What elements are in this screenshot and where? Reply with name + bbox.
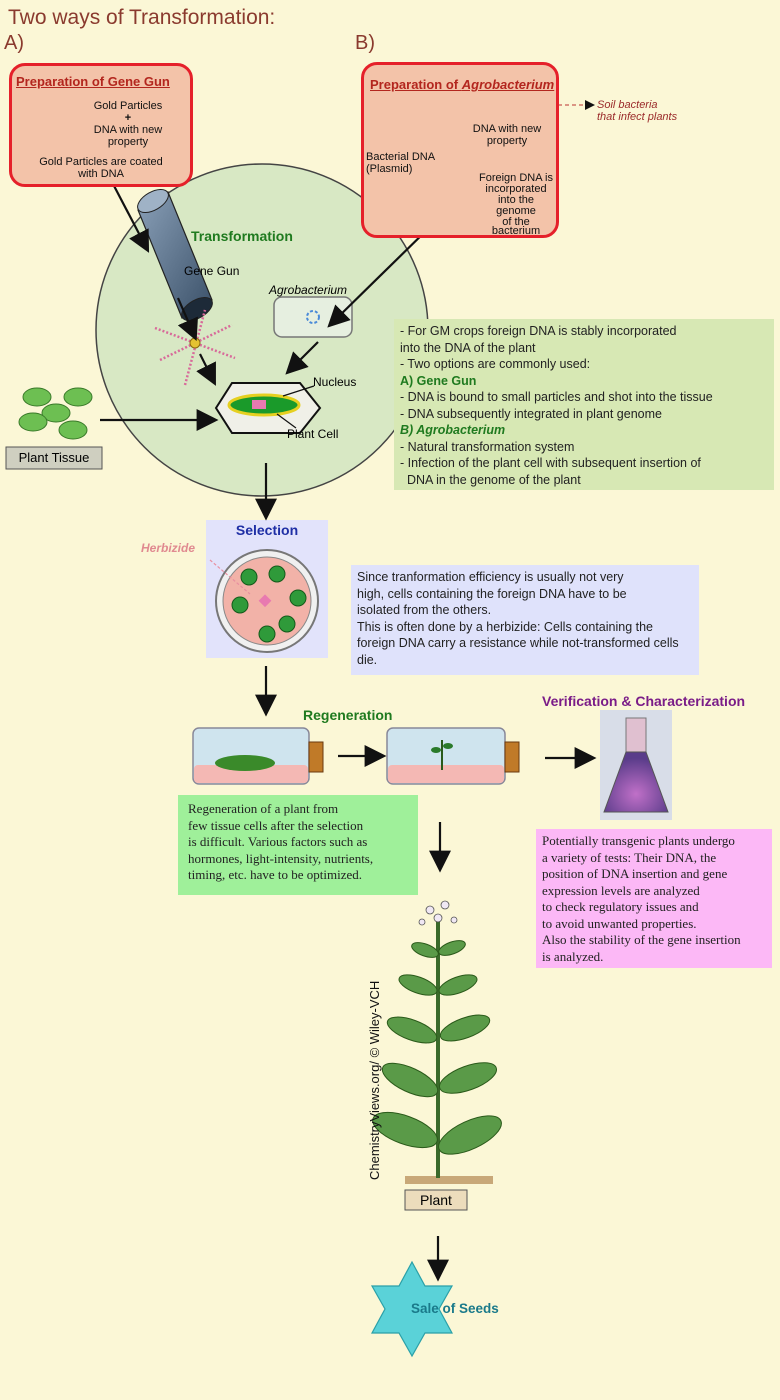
herbizide-label: Herbizide xyxy=(141,541,196,555)
note-line: to avoid unwanted properties. xyxy=(542,915,697,931)
foreign-dna-line4: genome xyxy=(496,205,536,217)
transformation-note: - For GM crops foreign DNA is stably inc… xyxy=(394,319,774,490)
soil-bacteria-line2: that infect plants xyxy=(597,111,678,123)
agro-heading-italic: Agrobacterium xyxy=(461,77,555,92)
verification-heading: Verification & Characterization xyxy=(542,693,746,709)
plus-sign: + xyxy=(124,112,132,124)
note-line: - DNA subsequently integrated in plant g… xyxy=(400,406,662,421)
note-subheading-a: A) Gene Gun xyxy=(400,373,477,388)
dna-new-property-line1: DNA with new xyxy=(93,124,163,136)
note-line: isolated from the others. xyxy=(357,603,492,617)
note-line: - For GM crops foreign DNA is stably inc… xyxy=(400,324,677,338)
note-line: high, cells containing the foreign DNA h… xyxy=(357,586,627,601)
gold-particle-icon xyxy=(189,337,201,349)
agrobacterium-box: Preparation of Agrobacterium DNA with ne… xyxy=(361,62,559,238)
note-line: timing, etc. have to be optimized. xyxy=(188,867,363,882)
note-line: to check regulatory issues and xyxy=(542,899,699,914)
plant-tissue-label: Plant Tissue xyxy=(18,450,90,465)
plant-cell-label: Plant Cell xyxy=(287,427,339,441)
soil-bacteria-note: Soil bacteria that infect plants xyxy=(597,99,677,123)
agro-dna-new-line2: property xyxy=(486,135,528,147)
agro-heading-prefix: Preparation of xyxy=(370,77,462,92)
section-label-a: A) xyxy=(4,32,24,54)
note-line: Potentially transgenic plants undergo xyxy=(542,833,735,848)
sale-of-seeds-label: Sale of Seeds xyxy=(411,1301,499,1316)
gene-gun-icon xyxy=(137,188,213,322)
note-line: foreign DNA carry a resistance while not… xyxy=(357,636,679,650)
coated-label-line1: Gold Particles are coated xyxy=(39,156,163,168)
gold-particles-label: Gold Particles xyxy=(93,100,163,112)
agrobacterium-label: Agrobacterium xyxy=(269,283,348,297)
note-line: - Infection of the plant cell with subse… xyxy=(400,456,701,470)
agrobacterium-box-heading: Preparation of Agrobacterium xyxy=(370,77,554,92)
selection-note: Since tranformation efficiency is usuall… xyxy=(351,565,699,675)
verification-note: Potentially transgenic plants undergo a … xyxy=(536,829,772,968)
flow-arrows xyxy=(100,181,597,1282)
foreign-dna-line2: incorporated xyxy=(485,183,547,195)
note-line: This is often done by a herbizide: Cells… xyxy=(357,619,654,634)
plant-label-box xyxy=(404,1189,468,1211)
selection-heading: Selection xyxy=(235,522,299,538)
gene-gun-box: Preparation of Gene Gun Gold Particles +… xyxy=(9,63,193,187)
bacterial-dna-line2: (Plasmid) xyxy=(366,163,413,175)
regeneration-bottle-2-icon xyxy=(386,727,520,785)
regeneration-heading: Regeneration xyxy=(303,707,393,723)
note-line: Also the stability of the gene insertion xyxy=(542,932,741,947)
plant-tissue-icon xyxy=(18,387,93,440)
note-line: die. xyxy=(357,652,378,667)
plant-label: Plant xyxy=(420,1192,452,1208)
transformation-heading: Transformation xyxy=(191,228,293,244)
foreign-dna-line5: of the xyxy=(502,216,530,228)
gene-gun-label: Gene Gun xyxy=(184,264,240,278)
foreign-dna-line6: bacterium xyxy=(491,225,541,237)
soil-bacteria-line1: Soil bacteria xyxy=(597,99,658,111)
flask-icon xyxy=(600,710,672,820)
note-line: - DNA is bound to small particles and sh… xyxy=(400,390,713,404)
page-title: Two ways of Transformation: xyxy=(8,6,276,29)
gene-gun-box-heading: Preparation of Gene Gun xyxy=(16,74,170,89)
note-line: few tissue cells after the selection xyxy=(188,817,364,833)
dna-new-property-line2: property xyxy=(107,136,149,148)
note-line: Since tranformation efficiency is usuall… xyxy=(357,570,624,584)
note-line: expression levels are analyzed xyxy=(542,882,700,898)
regeneration-note: Regeneration of a plant from few tissue … xyxy=(178,795,418,895)
regeneration-bottle-1-icon xyxy=(192,727,324,785)
nucleus-label: Nucleus xyxy=(313,375,357,389)
note-line: is analyzed. xyxy=(542,948,604,964)
note-line: DNA in the genome of the plant xyxy=(400,472,581,487)
section-label-b: B) xyxy=(355,32,375,54)
note-subheading-b: B) Agrobacterium xyxy=(400,423,506,437)
note-line: - Two options are commonly used: xyxy=(400,357,591,371)
copyright-text: ChemistryViews.org/ © Wiley-VCH xyxy=(367,980,382,1180)
bacterial-dna-line1: Bacterial DNA xyxy=(366,151,436,163)
note-line: Regeneration of a plant from xyxy=(188,801,339,816)
note-line: a variety of tests: Their DNA, the xyxy=(542,849,717,865)
note-line: - Natural transformation system xyxy=(400,439,575,454)
note-line: into the DNA of the plant xyxy=(400,340,536,355)
foreign-dna-line3: into the xyxy=(497,194,535,206)
coated-label-line2: with DNA xyxy=(78,168,124,180)
agrobacterium-icon xyxy=(273,296,353,338)
agro-dna-new-line1: DNA with new xyxy=(472,123,542,135)
foreign-dna-line1: Foreign DNA is xyxy=(479,172,553,184)
note-line: is difficult. Various factors such as xyxy=(188,834,368,849)
seeds-star-icon xyxy=(370,1260,454,1358)
plant-icon xyxy=(372,900,502,1184)
note-line: hormones, light-intensity, nutrients, xyxy=(188,850,374,866)
note-line: position of DNA insertion and gene xyxy=(542,866,728,881)
